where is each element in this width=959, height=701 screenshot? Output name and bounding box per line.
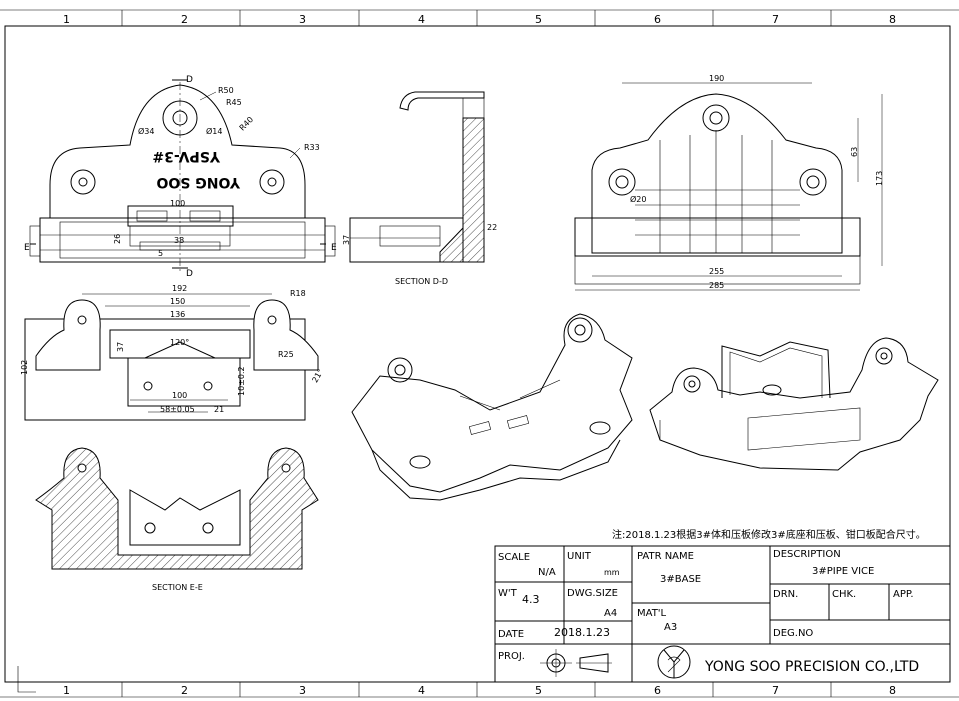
zone-bottom-4: 4 — [418, 684, 425, 697]
engraving-brand: YONG SOO — [156, 174, 241, 190]
dim-100-front: 100 — [172, 391, 187, 400]
weight-label: W'T — [498, 588, 518, 599]
section-dd-view: 37 22 SECTION D-D — [342, 91, 497, 286]
dwg-no-label: DEG.NO — [773, 628, 813, 639]
chk-label: CHK. — [832, 589, 856, 600]
isometric-view-right — [649, 337, 939, 471]
description-label: DESCRIPTION — [773, 549, 841, 560]
dim-190: 190 — [709, 74, 724, 83]
description-value: 3#PIPE VICE — [812, 566, 874, 577]
part-name-label: PATR NAME — [637, 551, 694, 562]
dim-100-top: 100 — [170, 199, 185, 208]
dim-255: 255 — [709, 267, 724, 276]
dim-21: 21 — [214, 405, 224, 414]
zone-top-1: 1 — [63, 13, 70, 26]
dim-phi20: Ø20 — [630, 194, 646, 204]
dim-r40: R40 — [238, 115, 256, 133]
engraving-model: YSPV-3# — [152, 148, 221, 164]
projection-symbol-icon — [540, 649, 612, 677]
dim-10: 10±0.2 — [237, 366, 246, 396]
title-block: SCALE N/A UNIT mm PATR NAME 3#BASE DESCR… — [494, 545, 951, 683]
company-name: YONG SOO PRECISION CO.,LTD — [704, 659, 919, 675]
section-dd-title: SECTION D-D — [395, 277, 448, 286]
top-view: D D E E YSPV-3# YONG SOO 100 26 38 5 R50… — [24, 75, 337, 279]
zone-top-6: 6 — [654, 13, 661, 26]
app-label: APP. — [893, 589, 914, 600]
front-view: 192 150 136 R18 37 120° R25 21° 102 100 … — [20, 284, 325, 421]
dim-r50: R50 — [218, 86, 234, 95]
date-value: 2018.1.23 — [554, 626, 610, 639]
dim-150: 150 — [170, 297, 185, 306]
dim-5: 5 — [158, 249, 163, 258]
zone-bottom-6: 6 — [654, 684, 661, 697]
dim-173: 173 — [875, 171, 884, 186]
zone-top-2: 2 — [181, 13, 188, 26]
dim-120deg: 120° — [170, 338, 189, 347]
unit-label: UNIT — [567, 551, 592, 562]
date-label: DATE — [498, 629, 524, 640]
isometric-view-left — [351, 313, 633, 501]
dim-dd-22: 22 — [487, 223, 497, 232]
grid-top: 1 2 3 4 5 6 7 8 1 2 3 4 5 6 7 8 — [63, 10, 896, 697]
zone-bottom-3: 3 — [299, 684, 306, 697]
dim-r18: R18 — [290, 289, 306, 298]
zone-bottom-8: 8 — [889, 684, 896, 697]
dwg-size-label: DWG.SIZE — [567, 588, 618, 599]
company-logo-icon — [657, 645, 691, 679]
drn-label: DRN. — [773, 589, 798, 600]
label-d-bottom: D — [186, 269, 193, 279]
zone-top-7: 7 — [772, 13, 779, 26]
material-value: A3 — [664, 622, 677, 633]
unit-value: mm — [604, 568, 620, 577]
dim-58: 58±0.05 — [160, 405, 195, 414]
zone-top-8: 8 — [889, 13, 896, 26]
dim-26: 26 — [113, 234, 122, 244]
sheet-border — [0, 9, 959, 698]
dim-38: 38 — [174, 236, 184, 245]
corner-mark — [17, 666, 36, 693]
zone-top-5: 5 — [535, 13, 542, 26]
dim-r33: R33 — [304, 143, 320, 152]
dim-phi14: Ø14 — [206, 126, 222, 136]
dwg-size-value: A4 — [604, 608, 617, 619]
label-d-top: D — [186, 75, 193, 85]
label-e-left: E — [24, 243, 30, 253]
zone-bottom-1: 1 — [63, 684, 70, 697]
dim-r25: R25 — [278, 350, 294, 359]
label-e-right: E — [331, 243, 337, 253]
zone-bottom-5: 5 — [535, 684, 542, 697]
revision-note: 注:2018.1.23根据3#体和压板修改3#底座和压板、钳口板配合尺寸。 — [612, 528, 926, 541]
dim-285: 285 — [709, 281, 724, 290]
right-view: 190 63 173 Ø20 255 285 — [574, 74, 884, 291]
dim-192: 192 — [172, 284, 187, 293]
scale-label: SCALE — [498, 552, 530, 563]
zone-bottom-7: 7 — [772, 684, 779, 697]
dim-102: 102 — [20, 360, 29, 375]
dim-dd-37: 37 — [342, 235, 351, 245]
dim-136: 136 — [170, 310, 185, 319]
zone-top-4: 4 — [418, 13, 425, 26]
dim-phi34: Ø34 — [138, 126, 154, 136]
scale-value: N/A — [538, 567, 556, 578]
dim-37-front: 37 — [116, 342, 125, 352]
proj-label: PROJ. — [498, 651, 525, 662]
section-ee-title: SECTION E-E — [152, 583, 203, 592]
dim-r45: R45 — [226, 98, 242, 107]
weight-value: 4.3 — [522, 593, 540, 606]
section-ee-view: SECTION E-E — [35, 447, 319, 592]
zone-top-3: 3 — [299, 13, 306, 26]
part-name-value: 3#BASE — [660, 574, 701, 585]
material-label: MAT'L — [637, 608, 667, 619]
dim-63: 63 — [850, 147, 859, 157]
zone-bottom-2: 2 — [181, 684, 188, 697]
